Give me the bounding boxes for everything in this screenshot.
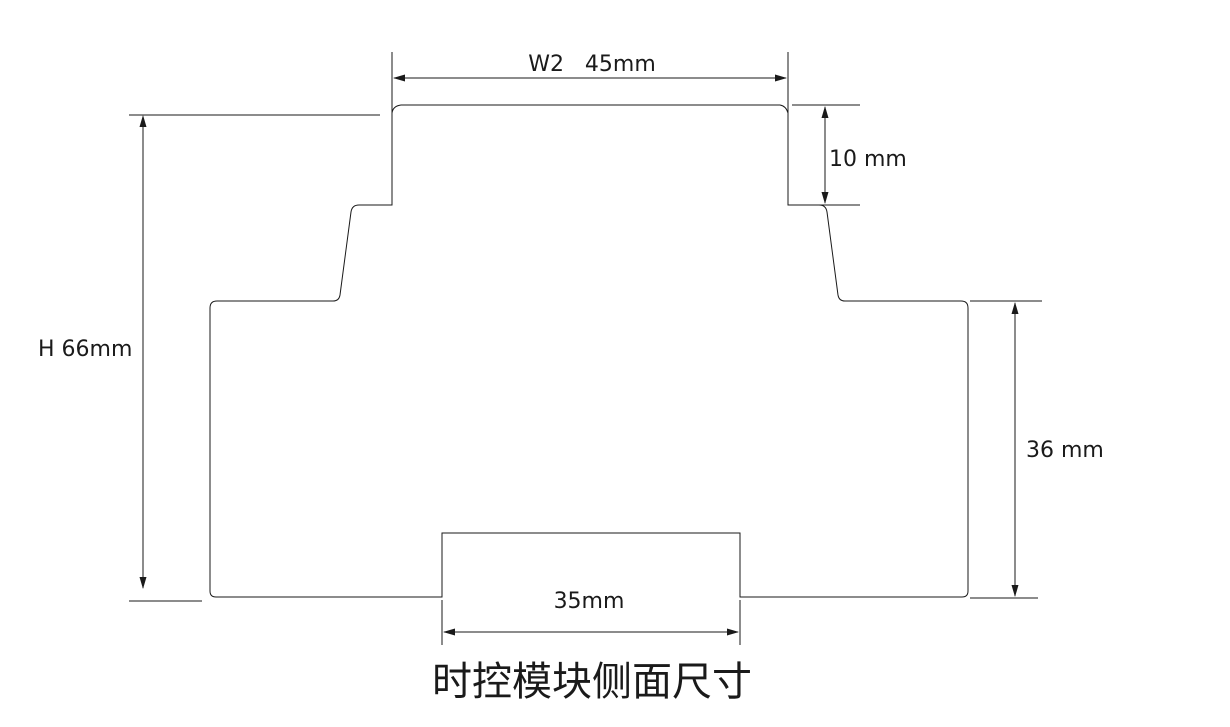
arrowhead-body-bottom [1011, 585, 1019, 597]
arrowhead-rail-right [727, 628, 739, 636]
arrowhead-height-bottom [139, 577, 147, 589]
arrowhead-body-top [1011, 302, 1019, 314]
arrowhead-width-left [393, 74, 405, 82]
lower-body-label: 36 mm [1026, 438, 1104, 463]
arrowhead-width-right [775, 74, 787, 82]
arrowhead-height-top [139, 115, 147, 127]
height-label: H 66mm [38, 337, 132, 362]
arrowhead-step-top [821, 106, 829, 118]
diagram-caption: 时控模块侧面尺寸 [432, 659, 752, 705]
arrowhead-step-bottom [821, 192, 829, 204]
arrowhead-rail-left [443, 628, 455, 636]
rail-label: 35mm [554, 589, 625, 614]
width-label: W2 45mm [528, 52, 656, 77]
device-outline [209, 104, 969, 598]
top-step-label: 10 mm [829, 147, 907, 172]
